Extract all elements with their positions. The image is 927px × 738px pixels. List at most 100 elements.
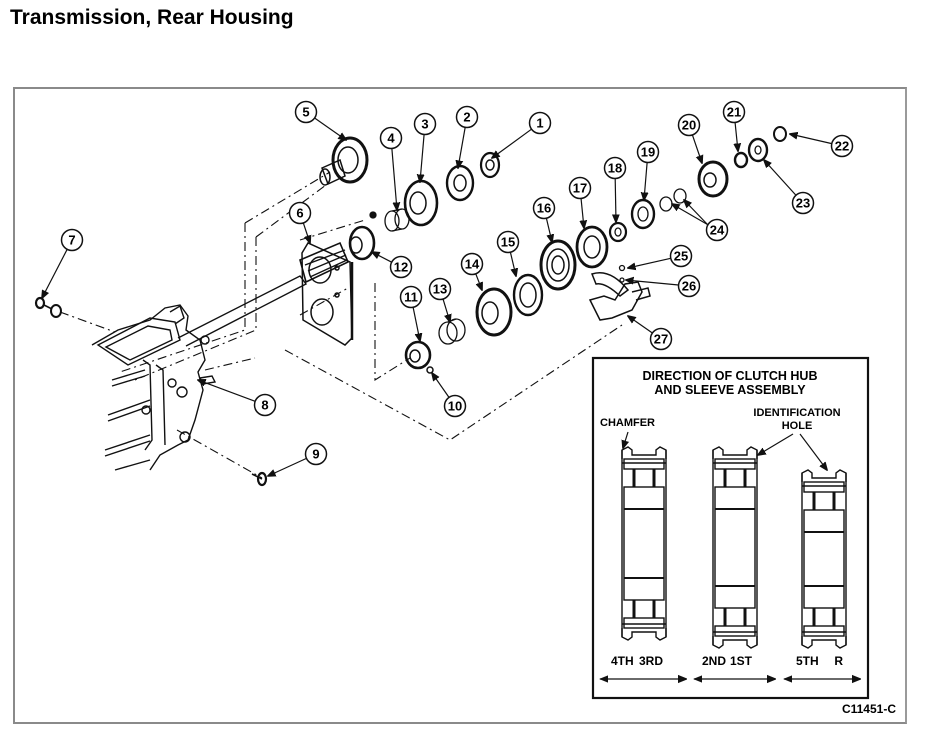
part-21-nut [733, 151, 749, 169]
callout-number: 16 [537, 201, 551, 216]
part-11-gear [404, 340, 434, 374]
leader-arrow-4 [391, 148, 397, 210]
callout-number: 7 [68, 233, 75, 248]
sleeve-left-label: 4TH [611, 654, 634, 668]
inset-title-line-2: AND SLEEVE ASSEMBLY [654, 383, 806, 397]
callout-4: 4 [379, 126, 403, 150]
sleeve-right-label: 1ST [730, 654, 753, 668]
callout-circle [428, 277, 452, 301]
callout-circle [830, 134, 854, 158]
leader-arrow-19 [644, 162, 647, 200]
callout-19: 19 [636, 140, 660, 164]
part-23-bearing [747, 137, 769, 163]
leader-arrow-24b [684, 200, 709, 226]
leader-arrow-27 [628, 316, 653, 334]
callout-24: 24 [705, 218, 729, 242]
callout-number: 1 [536, 116, 543, 131]
leader-arrow-18 [615, 178, 616, 222]
leader-arrow-8 [198, 380, 256, 402]
callout-number: 24 [710, 223, 725, 238]
callout-10: 10 [443, 394, 467, 418]
callout-2: 2 [455, 105, 479, 129]
callout-leaders [42, 117, 832, 476]
callout-markers: 1234567891011121314151617181920212223242… [60, 100, 854, 466]
part-4-bushing [369, 208, 410, 232]
callout-11: 11 [399, 285, 423, 309]
part-3-gear [403, 179, 439, 227]
callout-circle [60, 228, 84, 252]
leader-arrow-6 [302, 222, 310, 243]
leader-arrow-23 [764, 160, 797, 196]
callout-circle [636, 140, 660, 164]
callout-21: 21 [722, 100, 746, 124]
callout-circle [460, 252, 484, 276]
callout-circle [649, 327, 673, 351]
part-12-gear [348, 225, 376, 261]
callout-number: 20 [682, 118, 696, 133]
callout-14: 14 [460, 252, 484, 276]
leader-arrow-16 [545, 218, 552, 242]
leader-arrow-10 [432, 373, 450, 398]
callout-number: 26 [682, 279, 696, 294]
identification-label-line-2: HOLE [782, 420, 813, 432]
callout-circle [443, 394, 467, 418]
callout-13: 13 [428, 277, 452, 301]
leader-arrow-12 [372, 252, 392, 263]
leader-arrow-26 [626, 280, 679, 286]
callout-circle [253, 393, 277, 417]
callout-17: 17 [568, 176, 592, 200]
callout-number: 17 [573, 181, 587, 196]
assembly-guide-lines [59, 171, 623, 479]
callout-number: 12 [394, 260, 408, 275]
callout-number: 14 [465, 257, 480, 272]
leader-arrow-22 [790, 134, 832, 145]
sleeve-drawing-2 [712, 446, 758, 649]
part-17-gear [575, 225, 609, 269]
callout-22: 22 [830, 134, 854, 158]
callout-circle [455, 105, 479, 129]
inset-clutch-hub-direction: DIRECTION OF CLUTCH HUB AND SLEEVE ASSEM… [591, 356, 870, 700]
callout-1: 1 [528, 111, 552, 135]
part-13-bearing [438, 318, 466, 345]
callout-circle [705, 218, 729, 242]
callout-5: 5 [294, 100, 318, 124]
part-20-gear [697, 160, 729, 198]
callout-circle [389, 255, 413, 279]
callout-27: 27 [649, 327, 673, 351]
part-18-ring [608, 221, 628, 243]
part-7-bolt [34, 296, 62, 318]
inset-frame [591, 356, 870, 700]
part-15-ring [512, 273, 544, 317]
leader-arrow-11 [412, 307, 420, 341]
callout-6: 6 [288, 201, 312, 225]
callout-9: 9 [304, 442, 328, 466]
leader-arrow-25 [628, 257, 671, 268]
part-2-bearing [445, 164, 475, 202]
callout-15: 15 [496, 230, 520, 254]
callout-25: 25 [669, 244, 693, 268]
part-9-bolt [251, 471, 268, 487]
callout-16: 16 [532, 196, 556, 220]
callout-circle [677, 113, 701, 137]
callout-number: 6 [296, 206, 303, 221]
callout-number: 18 [608, 161, 622, 176]
part-24-bushings [659, 188, 687, 212]
sleeve-left-label: 2ND [702, 654, 726, 668]
leader-arrow-7 [42, 249, 68, 298]
callout-circle [399, 285, 423, 309]
leader-arrow-17 [581, 198, 584, 228]
callout-circle [379, 126, 403, 150]
callout-circle [294, 100, 318, 124]
callout-18: 18 [603, 156, 627, 180]
leader-arrow-1 [492, 128, 532, 158]
callout-number: 21 [727, 105, 741, 120]
callout-number: 19 [641, 145, 655, 160]
inset-title-line-1: DIRECTION OF CLUTCH HUB [643, 369, 818, 383]
callout-number: 23 [796, 196, 810, 211]
chamfer-label: CHAMFER [600, 417, 655, 429]
callout-circle [603, 156, 627, 180]
sleeve-right-label: 3RD [639, 654, 663, 668]
callout-23: 23 [791, 191, 815, 215]
callout-circle [496, 230, 520, 254]
